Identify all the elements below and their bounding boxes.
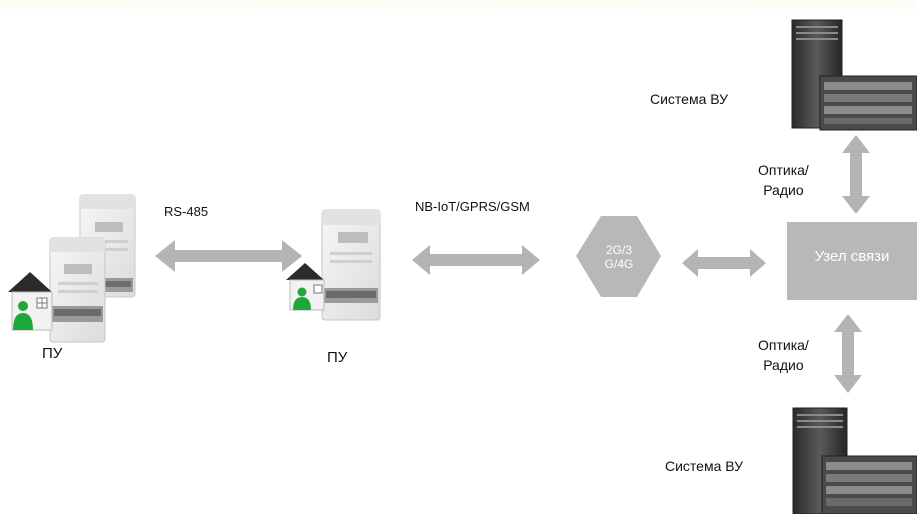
meter-group-left bbox=[8, 194, 136, 343]
hex-label-line2: G/4G bbox=[604, 257, 634, 271]
upper-link-line2: Радио bbox=[763, 182, 804, 198]
meter-group-center bbox=[286, 209, 381, 321]
upper-link-arrow bbox=[842, 135, 870, 214]
server-icon bbox=[792, 407, 917, 514]
center-meter-label: ПУ bbox=[327, 349, 348, 366]
wireless-label: NB-IoT/GPRS/GSM bbox=[415, 199, 530, 214]
server-icon bbox=[791, 19, 917, 131]
lower-link-label: Оптика/ Радио bbox=[758, 335, 809, 375]
rs485-arrow bbox=[155, 240, 302, 272]
person-icon bbox=[13, 301, 33, 330]
wireless-arrow bbox=[412, 245, 540, 275]
upper-link-label: Оптика/ Радио bbox=[758, 160, 809, 200]
hub-label: Узел связи bbox=[814, 248, 890, 265]
electric-meter-icon bbox=[49, 237, 106, 343]
hex-label-line1: 2G/3 bbox=[605, 243, 632, 257]
hub-box bbox=[787, 222, 917, 300]
upper-system-label: Система ВУ bbox=[650, 91, 729, 107]
upper-link-line1: Оптика/ bbox=[758, 162, 809, 178]
hub-arrow bbox=[682, 249, 766, 277]
lower-link-line2: Радио bbox=[763, 357, 804, 373]
top-strip bbox=[0, 0, 917, 14]
hex-label: 2G/3 G/4G bbox=[589, 243, 649, 271]
person-icon bbox=[293, 287, 311, 310]
left-meter-label: ПУ bbox=[42, 345, 63, 362]
lower-link-arrow bbox=[834, 314, 862, 393]
lower-system-label: Система ВУ bbox=[665, 458, 744, 474]
electric-meter-icon bbox=[321, 209, 381, 321]
rs485-label: RS-485 bbox=[164, 204, 209, 219]
lower-link-line1: Оптика/ bbox=[758, 337, 809, 353]
network-hexagon bbox=[576, 216, 661, 297]
